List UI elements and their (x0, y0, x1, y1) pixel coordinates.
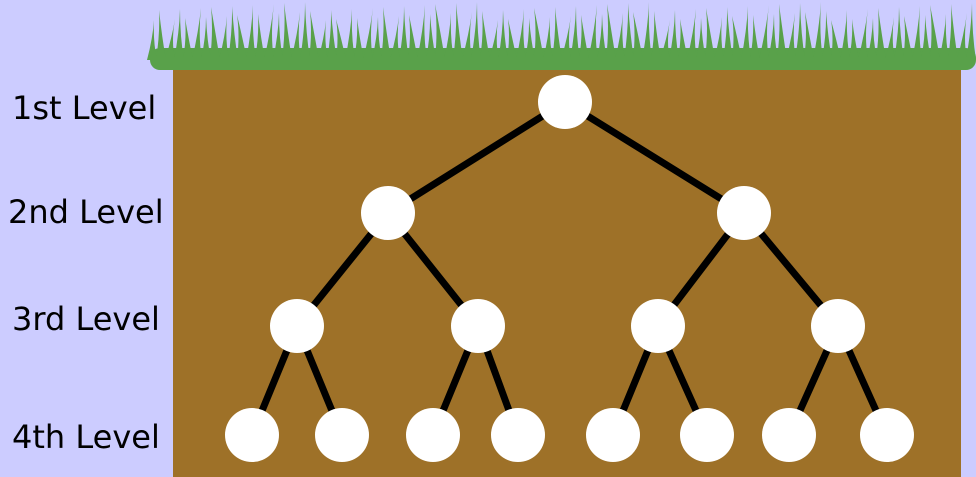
level-label-2: 2nd Level (8, 193, 164, 231)
tree-node-level4-5 (586, 408, 640, 462)
level-label-3: 3rd Level (12, 300, 160, 338)
tree-nodes (225, 75, 914, 462)
tree-node-level4-4 (491, 408, 545, 462)
tree-node-level4-8 (860, 408, 914, 462)
tree-node-level4-7 (762, 408, 816, 462)
level-label-4: 4th Level (12, 418, 160, 456)
soil-block (173, 66, 961, 477)
grass-blades (147, 2, 976, 60)
tree-node-level2-2 (717, 186, 771, 240)
tree-node-level3-4 (811, 299, 865, 353)
tree-node-level4-6 (680, 408, 734, 462)
tree-node-level3-2 (451, 299, 505, 353)
tree-node-level3-3 (631, 299, 685, 353)
tree-node-level1-1 (538, 75, 592, 129)
tree-edge-0-1 (384, 98, 569, 217)
tree-node-level2-1 (361, 186, 415, 240)
level-labels: 1st Level 2nd Level 3rd Level 4th Level (8, 89, 164, 456)
level-label-1: 1st Level (12, 89, 156, 127)
tree-node-level4-1 (225, 408, 279, 462)
tree-node-level4-3 (406, 408, 460, 462)
tree-node-level4-2 (315, 408, 369, 462)
grass-strip (147, 2, 976, 70)
tree-node-level3-1 (270, 299, 324, 353)
tree-edge-0-2 (561, 98, 748, 217)
